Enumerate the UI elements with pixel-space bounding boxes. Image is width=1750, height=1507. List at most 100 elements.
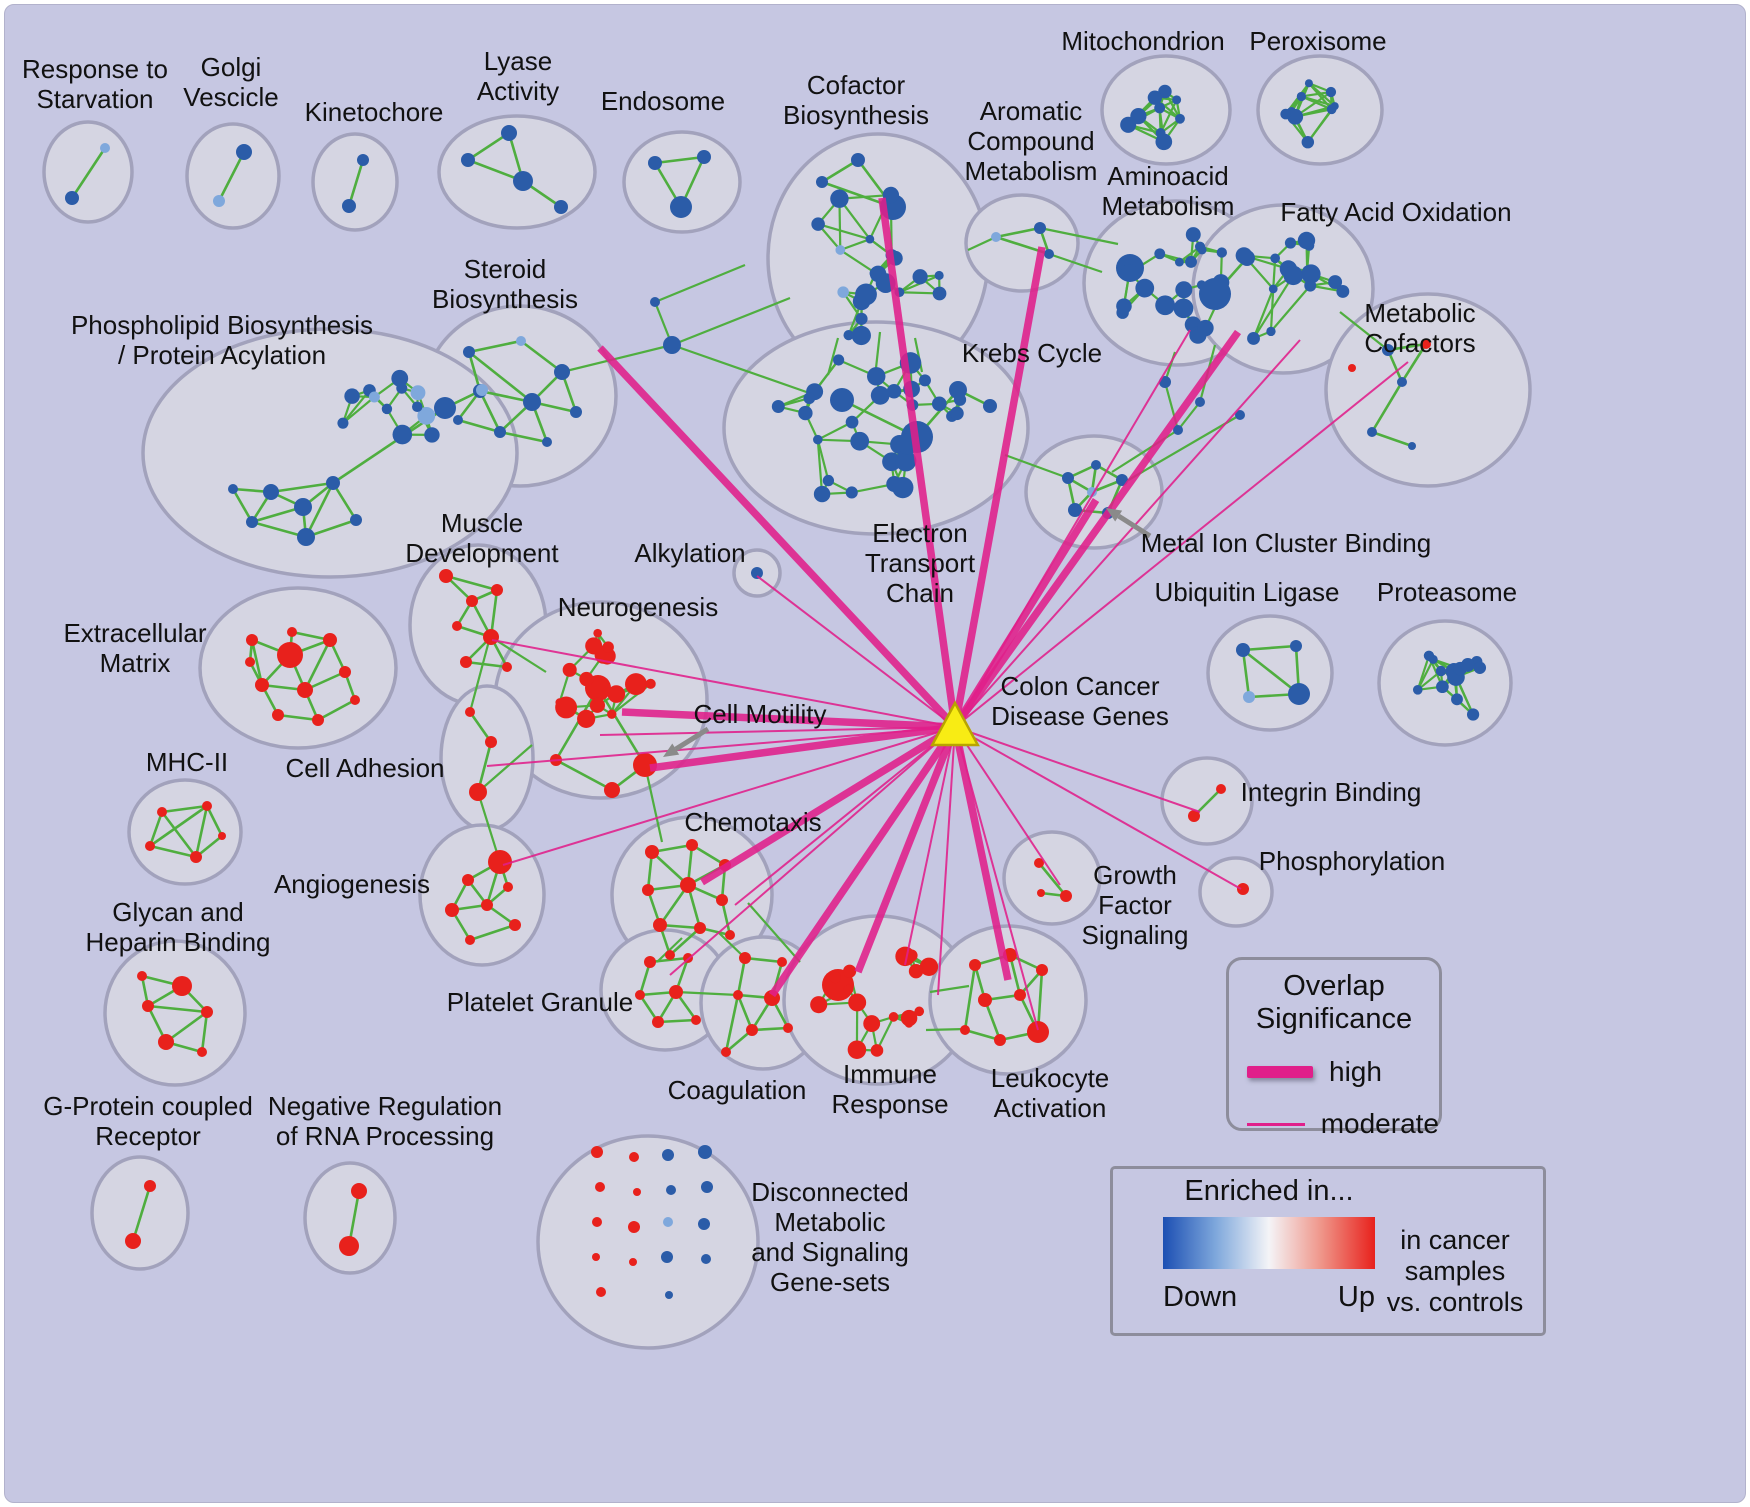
gene-set-node [644,956,656,968]
gene-set-node [453,415,463,425]
gene-set-node [650,297,660,307]
gene-set-overlap-edge [817,223,871,241]
gene-set-node [912,269,928,285]
gene-set-node [445,903,459,917]
gene-set-node [629,1258,637,1266]
label-endosome: Endosome [601,86,725,116]
gene-set-node [918,374,931,387]
gene-set-node [523,393,541,411]
gene-set-overlap-edge [1370,381,1404,433]
gene-set-overlap-edge [816,439,830,481]
overlap-significance-edge-moderate [486,726,956,767]
gene-set-node [1473,661,1487,674]
gene-set-node [350,514,362,526]
gene-set-node [733,990,743,1000]
pointer-arrow-shaft [1117,513,1152,539]
gene-set-overlap-edge [165,1010,208,1044]
gene-set-node [694,922,706,934]
overlap-significance-edge-moderate [756,575,956,728]
gene-set-node [1301,264,1321,284]
gene-set-node [236,144,252,160]
gene-set-node [592,1217,602,1227]
gene-set-overlap-edge [1037,862,1068,897]
gene-set-node [509,919,521,931]
gene-set-node [895,946,915,967]
gene-set-overlap-edge [317,698,356,722]
gene-set-overlap-edge [651,851,689,886]
gene-set-node [465,707,475,717]
gene-set-overlap-edge [658,884,690,926]
gene-set-node [65,191,79,205]
overlap-significance-edge-moderate [954,726,1061,886]
gene-set-node [1062,472,1074,484]
gene-set-overlap-edge [654,155,705,165]
overlap-significance-edge-moderate [734,726,956,906]
overlap-significance-edge-high [700,723,957,886]
gene-set-overlap-edge [1252,274,1295,340]
gene-set-node [172,976,192,996]
cluster-ellipse-integrin-binding [1160,756,1254,846]
gene-set-node [350,695,360,705]
gene-set-node [145,841,155,851]
gene-set-node [476,384,488,396]
gene-set-overlap-edge [995,226,1041,239]
gene-set-node [1287,108,1304,125]
gene-set-node [1173,425,1183,435]
gene-set-node [1288,683,1310,705]
gene-set-node [771,400,785,413]
gene-set-overlap-edge [1252,288,1275,339]
gene-set-node [803,392,816,405]
gene-set-node [645,678,656,689]
gene-set-node [882,186,900,204]
gene-set-node [410,385,426,401]
gene-set-node [1216,247,1227,258]
enrichment-down-label: Down [1163,1281,1238,1313]
gene-set-node [1236,643,1250,657]
gene-set-node [485,736,497,748]
gene-set-overlap-edge [469,923,516,942]
gene-set-overlap-edge [270,481,334,494]
gene-set-overlap-edge [468,339,522,354]
gene-set-node [1155,128,1166,138]
gene-set-overlap-edge [250,639,264,686]
gene-set-node [1328,275,1343,290]
gene-set-node [1216,784,1226,794]
gene-set-node [908,964,924,979]
gene-set-node [813,485,831,503]
gene-set-node [1014,989,1026,1001]
gene-set-overlap-edge [649,956,689,964]
gene-set-node [562,662,577,677]
gene-set-node [645,845,659,859]
enrichment-scale: Enriched in... Down Up [1163,1175,1375,1314]
gene-set-node [662,1149,674,1161]
cluster-ellipse-leukocyte-activation [928,924,1088,1076]
gene-set-node [339,666,351,678]
gene-set-node [1158,84,1172,99]
gene-set-node [1172,95,1182,105]
gene-set-overlap-edge [744,956,783,964]
inter-cluster-edge [671,296,791,347]
inter-cluster-edge [643,764,664,843]
gene-set-node [190,851,202,863]
gene-set-node [1154,248,1166,260]
gene-set-node [554,200,568,214]
gene-set-node [142,1000,154,1012]
gene-set-node [900,1009,918,1027]
gene-set-node [629,1152,639,1162]
cluster-ellipse-mitochondrion [1100,54,1232,166]
gene-set-node [1188,810,1200,822]
gene-set-node [953,393,967,406]
layer-hub [930,700,980,747]
gene-set-node [822,474,835,487]
gene-set-node [1034,858,1044,868]
gene-set-overlap-edge [457,418,501,434]
cluster-ellipse-negative-regulation-rna [303,1161,397,1275]
gene-set-node [263,484,279,500]
